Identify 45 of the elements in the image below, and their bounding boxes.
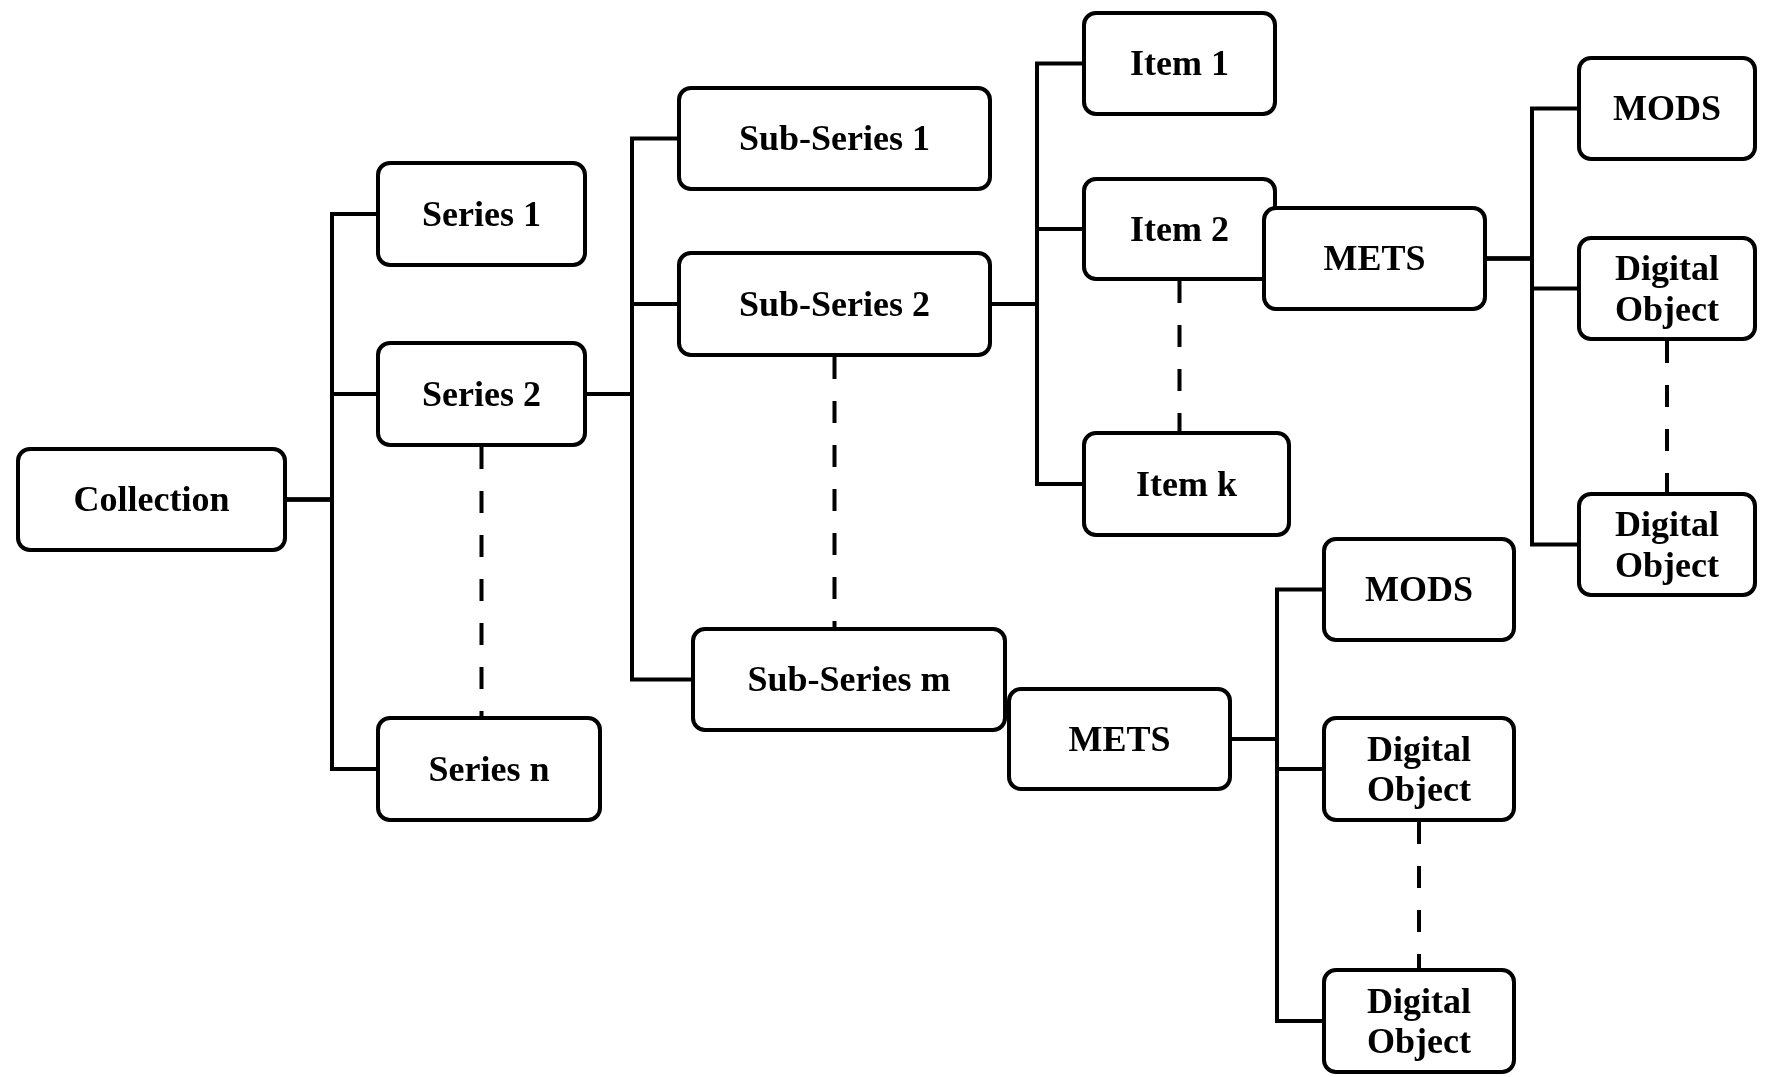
node-box [1322, 716, 1516, 822]
node-box [1322, 537, 1516, 642]
node-box [1082, 431, 1291, 537]
connector-line [287, 497, 376, 771]
node-label: Item 2 [1130, 208, 1229, 250]
node-label: Digital Object [1614, 504, 1720, 585]
node-label: METS [1068, 718, 1171, 760]
node-box [1262, 206, 1487, 311]
node-label: Sub-Series m [747, 659, 951, 700]
node-box [376, 716, 602, 822]
node-box [1577, 236, 1757, 341]
node-label: METS [1323, 238, 1426, 279]
node-box [691, 627, 1007, 732]
node-label: Series 1 [422, 193, 541, 235]
node-box [1007, 687, 1232, 791]
node-box [1577, 56, 1757, 161]
node-label: Item 1 [1130, 43, 1229, 84]
node-box [677, 251, 992, 357]
dashed-connector [479, 447, 484, 716]
dashed-connector [1665, 341, 1669, 492]
node-box [1322, 968, 1516, 1074]
node-label: Collection [73, 479, 230, 520]
node-box [1577, 492, 1757, 597]
node-label: Series n [428, 748, 550, 790]
node-label: Item k [1136, 463, 1237, 505]
node-label: Sub-Series 2 [739, 283, 930, 325]
connector-line [1487, 256, 1577, 547]
node-label: Digital Object [1366, 980, 1472, 1062]
dashed-connector [832, 357, 837, 627]
node-label: MODS [1364, 569, 1474, 610]
dashed-connector [1177, 281, 1182, 431]
node-box [376, 341, 587, 447]
node-label: MODS [1612, 88, 1722, 129]
connector-line [587, 392, 691, 682]
node-box [1082, 177, 1277, 281]
node-box [16, 447, 287, 552]
node-box [1082, 11, 1277, 116]
node-label: Series 2 [422, 373, 541, 415]
node-label: Digital Object [1366, 728, 1472, 810]
node-label: Digital Object [1614, 248, 1720, 329]
dashed-connector [1417, 822, 1421, 968]
node-box [376, 161, 587, 267]
node-box [677, 86, 992, 191]
connector-line [992, 302, 1082, 486]
node-label: Sub-Series 1 [739, 118, 930, 159]
